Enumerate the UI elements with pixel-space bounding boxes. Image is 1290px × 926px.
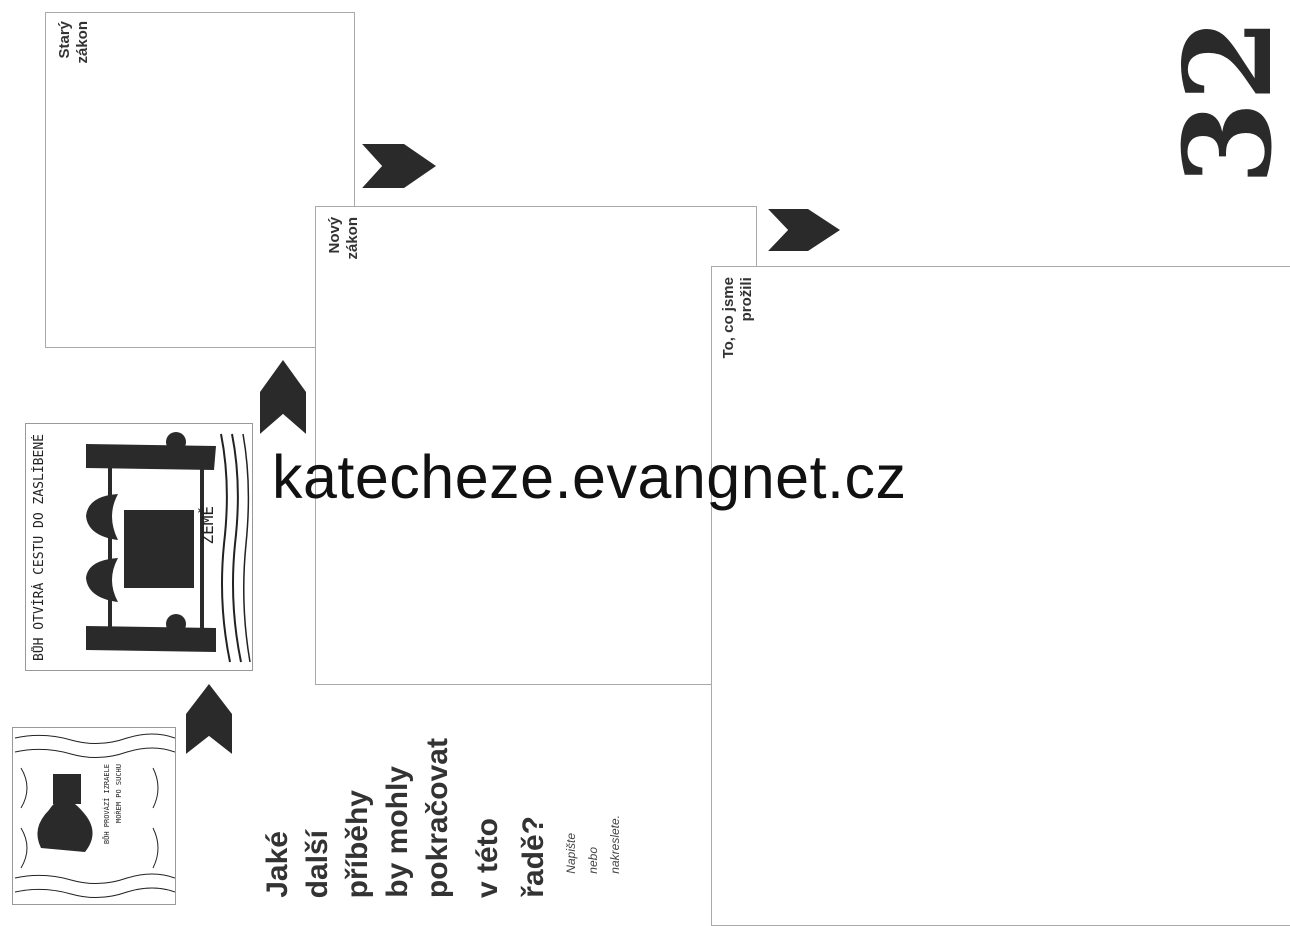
red-sea-illustration: BŮH PROVÁZÍ IZRAELE MOŘEM PO SUCHU <box>12 727 176 905</box>
hint-line-1: Napište <box>564 833 578 874</box>
red-sea-caption-1: BŮH PROVÁZÍ IZRAELE <box>103 764 111 845</box>
page-number: 32 <box>1165 18 1290 238</box>
crossing-jordan-illustration: BŮH OTVÍRÁ CESTU DO ZASLÍBENÉ ZEMĚ <box>25 423 253 671</box>
crossing-jordan-side-caption: ZEMĚ <box>198 506 217 545</box>
question-line-1: Jaké <box>261 831 294 898</box>
question-line-2: další <box>301 829 334 898</box>
question-line-4: by mohly <box>381 766 414 898</box>
page-number-text: 32 <box>1165 18 1290 185</box>
arrow-right-icon <box>768 209 840 251</box>
new-law-label: Nový zákon <box>326 217 361 260</box>
new-law-box: Nový zákon <box>315 206 757 685</box>
arrow-right-icon <box>362 144 436 188</box>
lived-box: To, co jsme prožili <box>711 266 1290 926</box>
question-line-6: v této <box>471 817 504 898</box>
question-line-7: řadě? <box>517 816 550 898</box>
old-law-box: Starý zákon <box>45 12 355 348</box>
red-sea-caption-2: MOŘEM PO SUCHU <box>115 764 123 824</box>
red-sea-drawing <box>14 733 175 898</box>
crossing-jordan-caption: BŮH OTVÍRÁ CESTU DO ZASLÍBENÉ <box>32 434 47 662</box>
question-line-5: pokračovat <box>421 737 454 898</box>
question-line-3: příběhy <box>341 789 374 898</box>
hint-line-3: nakreslete. <box>608 815 622 874</box>
arrow-up-icon <box>260 360 306 434</box>
watermark-url: katecheze.evangnet.cz <box>272 443 907 511</box>
arrow-up-icon <box>186 684 232 754</box>
lived-label: To, co jsme prožili <box>720 277 755 359</box>
old-law-label: Starý zákon <box>56 21 91 64</box>
hint-line-2: nebo <box>586 847 600 874</box>
crossing-jordan-drawing <box>86 432 251 663</box>
